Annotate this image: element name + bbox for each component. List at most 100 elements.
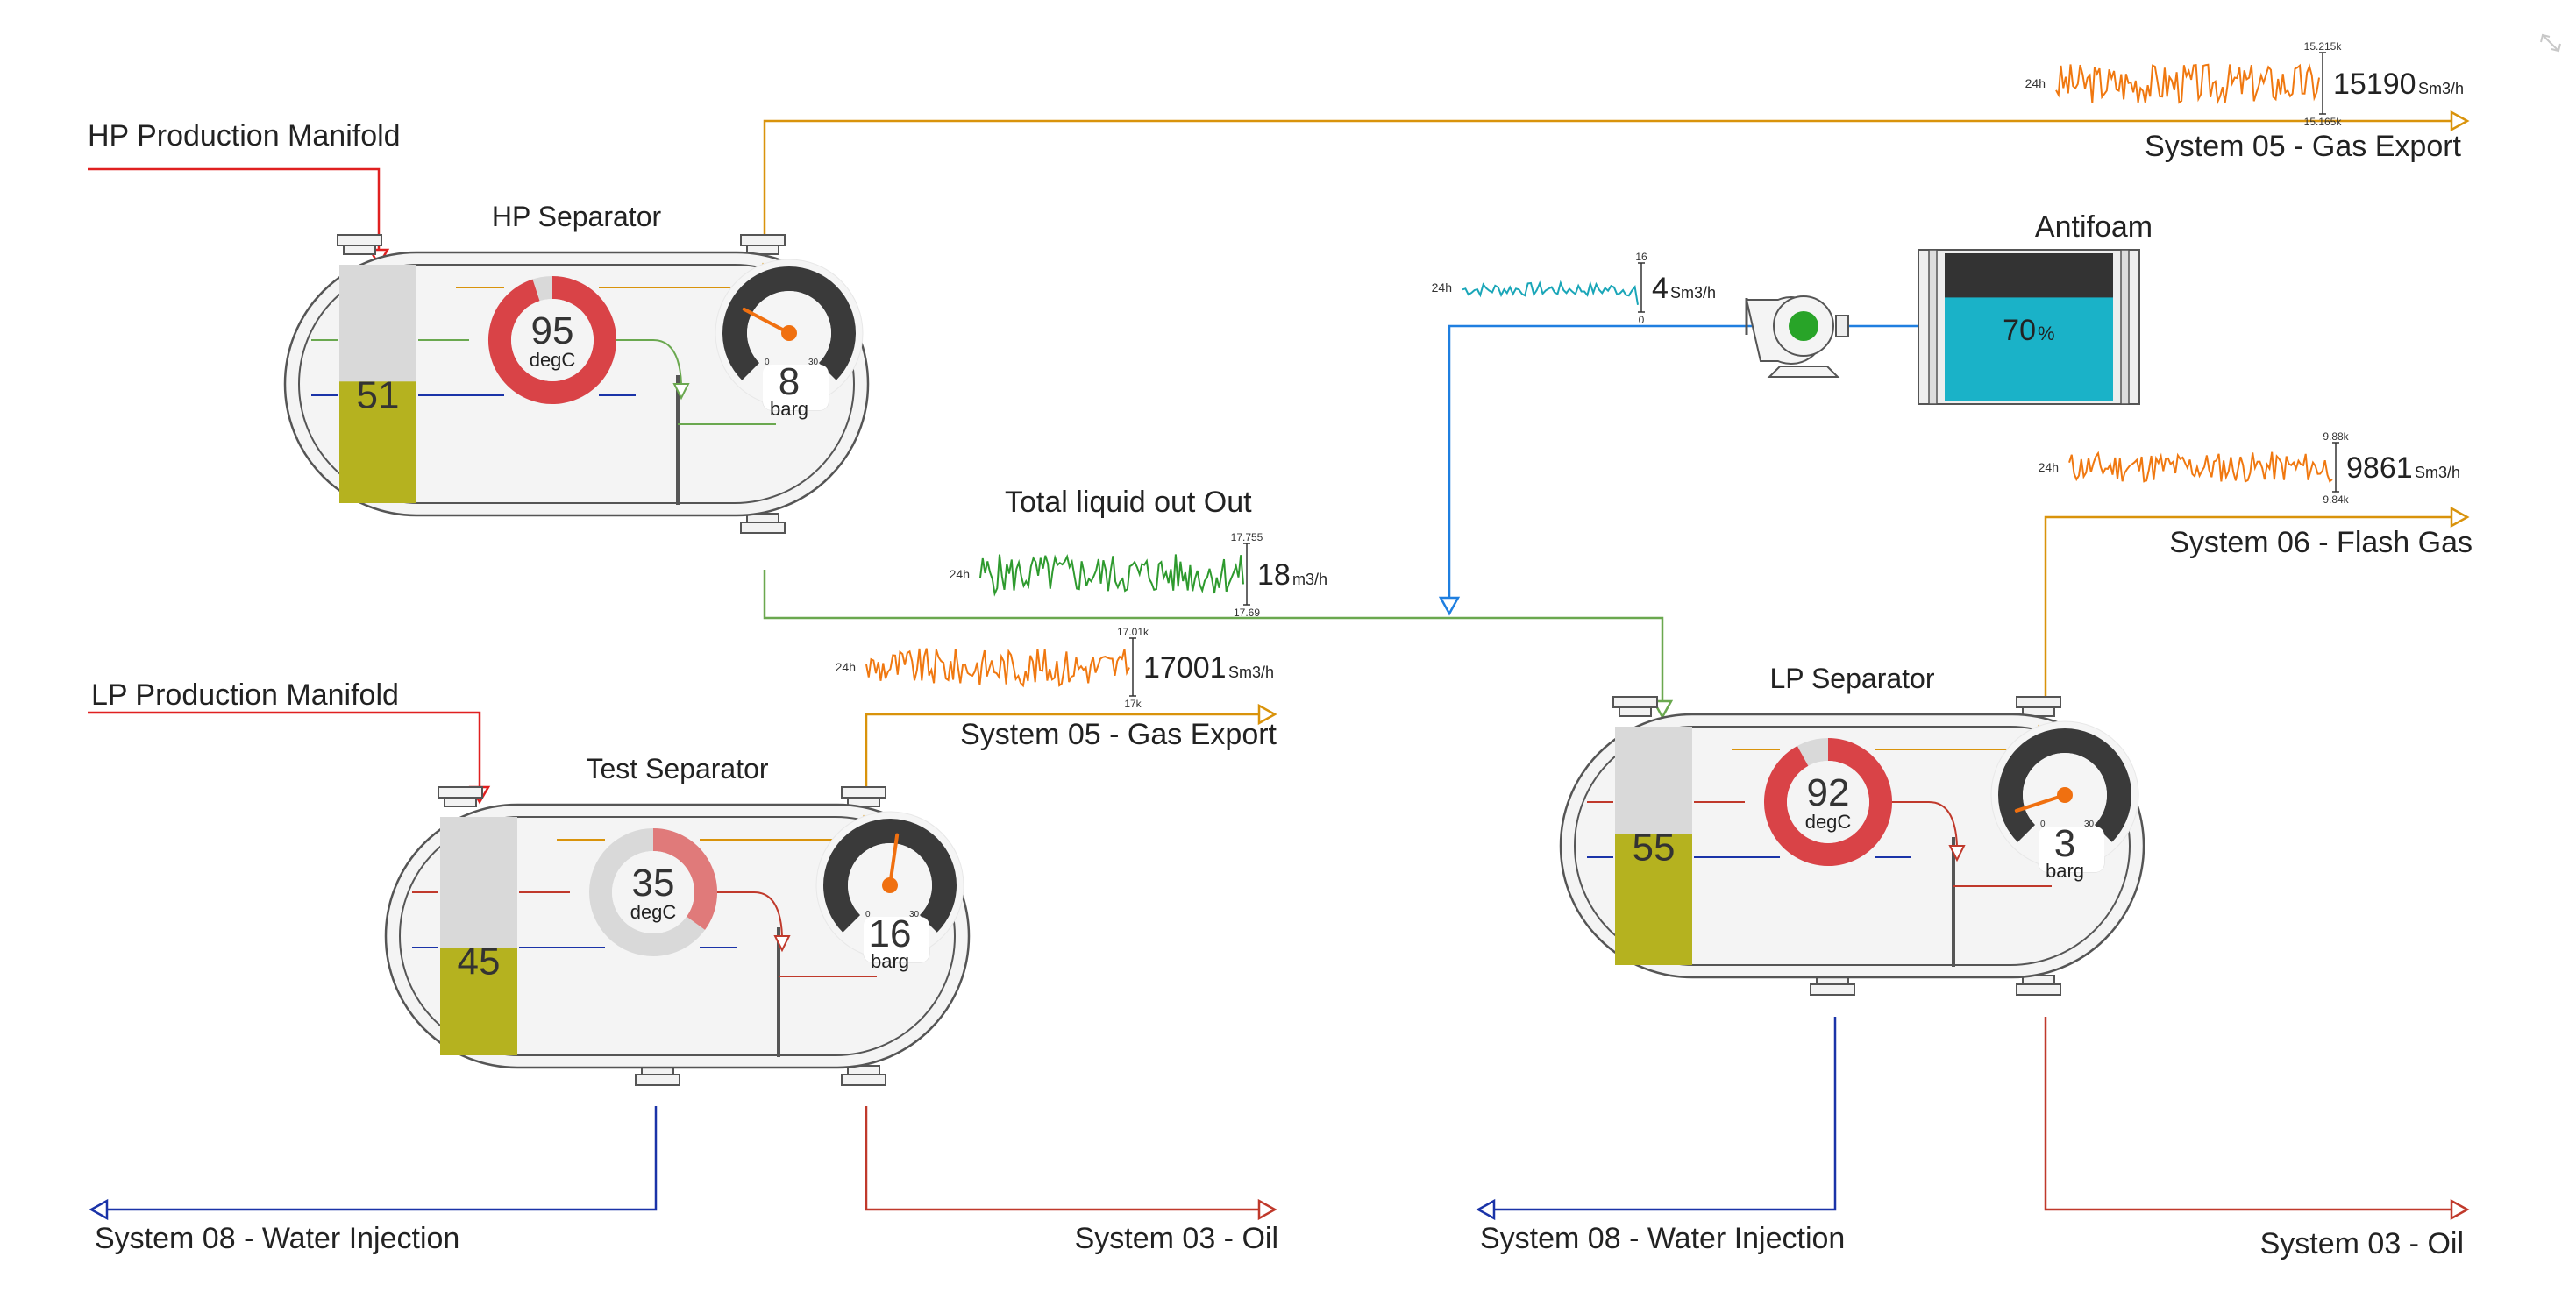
trend-unit: Sm3/h: [1228, 664, 1274, 681]
trend-unit: Sm3/h: [1670, 284, 1716, 302]
trend-value: 9861: [2346, 451, 2413, 485]
separator-title: HP Separator: [492, 201, 662, 232]
pressure-value: 8: [779, 360, 800, 403]
test-water-pipe: [89, 1106, 658, 1221]
water-injection-left-label: System 08 - Water Injection: [95, 1222, 459, 1255]
total-liquid-label: Total liquid out Out: [1005, 486, 1252, 519]
liquid-outlet-nozzle: [740, 513, 786, 534]
antifoam-label: Antifoam: [2035, 210, 2153, 244]
gas-outlet-nozzle: [2016, 696, 2061, 717]
trend-max: 15.215k: [2304, 40, 2343, 53]
trend-line: [979, 553, 1244, 597]
gauge-max-tick: 30: [2084, 820, 2095, 829]
trend-line: [865, 648, 1130, 688]
trend-value: 4: [1652, 272, 1669, 305]
temperature-unit: degC: [530, 349, 576, 371]
water-injection-right-label: System 08 - Water Injection: [1480, 1222, 1845, 1255]
antifoam-pump[interactable]: [1745, 295, 1849, 378]
trend-value: 18: [1257, 558, 1291, 592]
total-liquid-pipe: [763, 570, 1674, 720]
gauge-max-tick: 30: [808, 358, 819, 367]
temperature-unit: degC: [1805, 811, 1852, 833]
level-bar-fill: [339, 381, 416, 503]
gas-export-mid-pipe: [865, 703, 1277, 806]
level-bar-fill: [1615, 834, 1692, 965]
pressure-unit: barg: [871, 950, 909, 972]
antifoam-pipe: [1438, 324, 1918, 616]
gas-export-mid-label: System 05 - Gas Export: [960, 718, 1277, 751]
inlet-nozzle: [337, 234, 382, 255]
flash-gas-pipe: [2044, 506, 2470, 717]
trend-max: 9.88k: [2323, 430, 2349, 443]
trend-value: 15190: [2333, 67, 2416, 101]
trend-min: 17k: [1124, 698, 1142, 710]
oil-outlet-nozzle: [841, 1065, 886, 1086]
trend-line: [2068, 451, 2333, 483]
gauge-min-tick: 0: [865, 910, 871, 919]
water-outlet-nozzle: [1810, 975, 1855, 996]
gas-export-top-label: System 05 - Gas Export: [2145, 130, 2461, 163]
oil-outlet-nozzle: [2016, 975, 2061, 996]
pressure-needle: [888, 833, 900, 887]
antifoam-tank-fill: [1945, 297, 2113, 401]
temperature-value: 92: [1807, 771, 1850, 814]
temperature-ring-fill: [1764, 738, 1892, 866]
antifoam-tank[interactable]: Antifoam 70 %: [1918, 210, 2153, 405]
trend-period: 24h: [2025, 76, 2046, 90]
temperature-value: 35: [632, 862, 675, 905]
trend-period: 24h: [950, 567, 970, 581]
inlet-nozzle: [1612, 696, 1658, 717]
lp-manifold-label: LP Production Manifold: [91, 678, 399, 712]
gas-outlet-nozzle: [841, 786, 886, 807]
flash-gas-label: System 06 - Flash Gas: [2169, 526, 2473, 559]
pressure-needle: [742, 307, 791, 335]
hp-feed-pipe: [88, 167, 390, 267]
pressure-unit: barg: [2046, 860, 2084, 882]
gas-outlet-nozzle: [740, 234, 786, 255]
trend-max: 17.755: [1231, 531, 1263, 543]
gauge-min-tick: 0: [765, 358, 770, 367]
temperature-ring-fill: [488, 276, 616, 404]
trend-period: 24h: [1432, 280, 1452, 295]
pressure-unit: barg: [770, 398, 808, 420]
temperature-value: 95: [531, 309, 574, 352]
hp-manifold-label: HP Production Manifold: [88, 119, 401, 153]
lp-water-pipe: [1476, 1017, 1837, 1221]
trend-min: 15.165k: [2304, 116, 2343, 128]
trend-min: 17.69: [1234, 607, 1260, 619]
pressure-value: 16: [869, 912, 912, 955]
trend-line: [2055, 63, 2320, 105]
trend-period: 24h: [836, 660, 856, 674]
trend-max: 17.01k: [1117, 626, 1149, 638]
antifoam-value: 70: [2003, 314, 2036, 347]
pressure-gauge-arc: [1998, 728, 2131, 842]
trend-max: 16: [1635, 251, 1647, 263]
trend-unit: m3/h: [1292, 571, 1327, 588]
pressure-needle: [2014, 793, 2067, 813]
pressure-value: 3: [2054, 822, 2075, 865]
test-oil-pipe: [865, 1106, 1277, 1221]
level-value: 55: [1633, 826, 1676, 869]
antifoam-unit: %: [2038, 323, 2055, 344]
lp-feed-pipe: [88, 711, 491, 805]
temperature-ring-fill: [652, 828, 717, 930]
oil-right-label: System 03 - Oil: [2260, 1227, 2464, 1260]
gauge-min-tick: 0: [2040, 820, 2046, 829]
oil-left-label: System 03 - Oil: [1075, 1222, 1278, 1255]
pressure-gauge-arc: [722, 266, 856, 380]
pump-status-indicator: [1789, 311, 1818, 341]
water-outlet-nozzle: [635, 1065, 680, 1086]
separator-title: Test Separator: [586, 753, 768, 784]
gas-export-top-pipe: [763, 110, 2470, 267]
collapse-icon[interactable]: [2540, 33, 2561, 53]
level-value: 45: [458, 940, 501, 983]
